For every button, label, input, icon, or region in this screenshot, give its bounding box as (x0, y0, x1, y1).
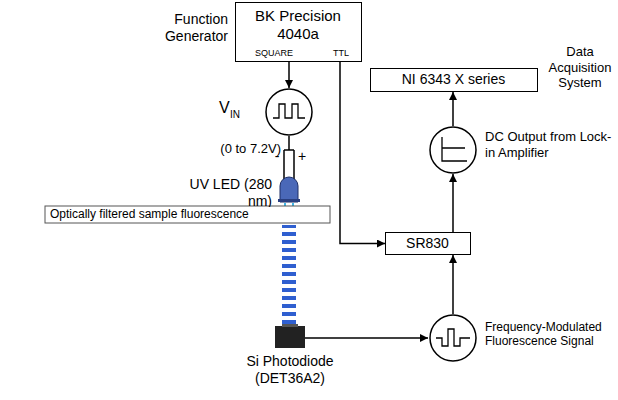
dc-output: DC Output from Lock-in Amplifier (429, 126, 477, 174)
signal-connector (288, 62, 290, 88)
circle-outline (429, 126, 477, 174)
filter-label: Optically filtered sample fluorescence (50, 207, 276, 221)
system-label: Data Acquisition System (545, 44, 615, 91)
circle-outline (429, 314, 477, 362)
daq-box: NI 6343 X series (370, 68, 538, 92)
waveform-symbol (442, 137, 467, 161)
uv-led (278, 177, 300, 206)
signal-wire (305, 337, 428, 339)
circle-outline (265, 88, 313, 136)
led-wire (284, 136, 294, 180)
led-label: UV LED (280 nm) (182, 176, 272, 210)
waveform-symbol (273, 104, 305, 118)
instrument-model: BK Precision 4040a (242, 7, 354, 43)
instrument-box: Function GeneratorBK Precision 4040aSQUA… (235, 2, 362, 62)
photodiode-label: Si Photodiode (DET36A2) (230, 353, 350, 387)
voltage-range: (0 to 7.2V) (181, 141, 281, 157)
signal-connector (452, 174, 454, 232)
signal-connector (452, 92, 454, 126)
waveform-symbol (436, 329, 470, 346)
lockin-name: SR830 (386, 235, 469, 252)
polarity-sign: + (297, 148, 307, 165)
daq-name: NI 6343 X series (371, 71, 536, 88)
lockin-box: SR830 (385, 232, 471, 255)
port-label: SQUARE (246, 48, 302, 59)
polarity-sign: - (273, 148, 281, 165)
optical-filter (45, 206, 330, 223)
photodiode (275, 324, 305, 348)
fm-signal: Frequency-Modulated Fluorescence Signal (429, 314, 477, 362)
instrument-title: Function Generator (142, 11, 228, 45)
signal-connector (452, 255, 454, 314)
port-label: TTL (326, 48, 356, 59)
fluorescence-beam (282, 225, 296, 325)
output-label: DC Output from Lock-in Amplifier (485, 129, 613, 160)
signal-label: Frequency-Modulated Fluorescence Signal (485, 320, 615, 349)
voltage-source: VIN(0 to 7.2V) (265, 88, 313, 136)
signal-subscript: IN (230, 109, 248, 121)
